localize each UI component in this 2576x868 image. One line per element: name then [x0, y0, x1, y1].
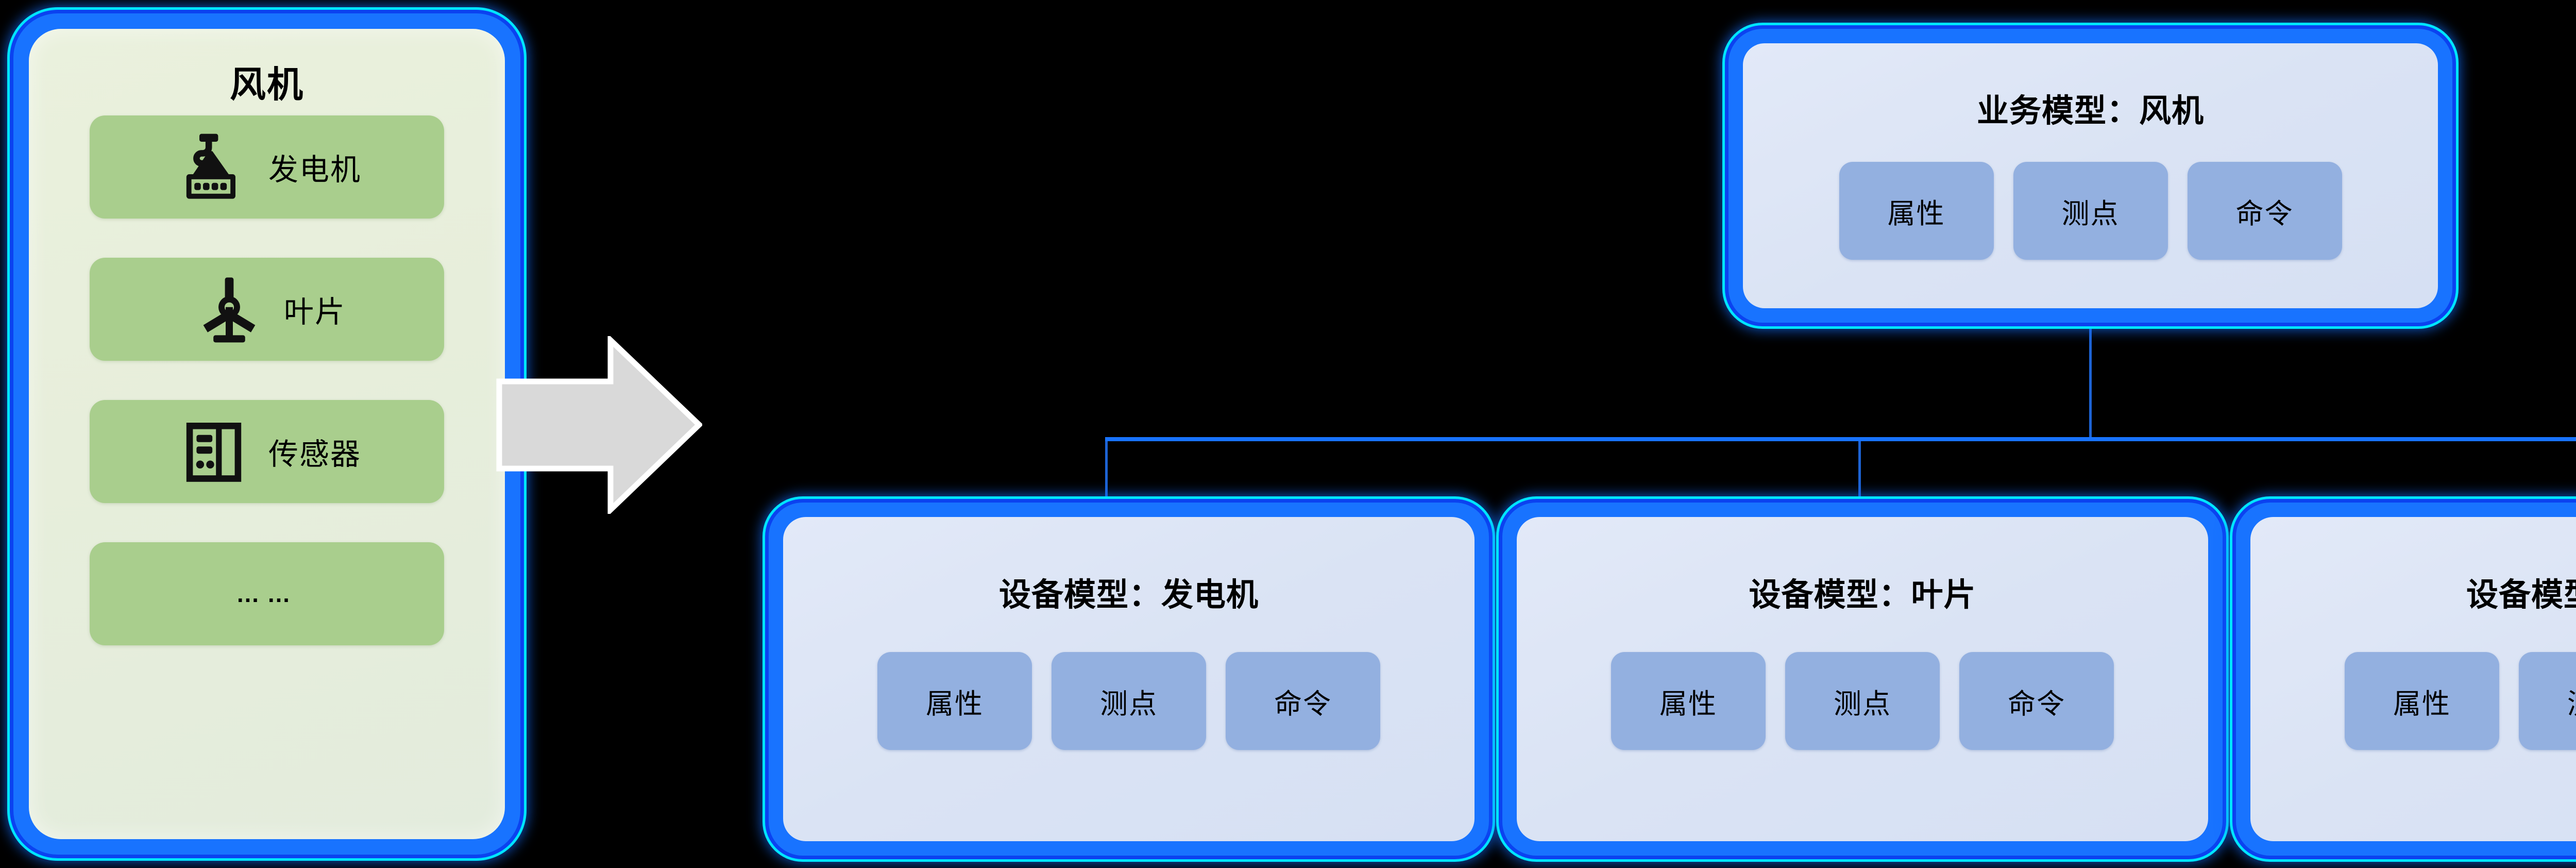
chip-attribute[interactable]: 属性: [2345, 652, 2499, 750]
left-panel-title: 风机: [230, 64, 304, 105]
business-model-body: 业务模型：风机 属性 测点 命令: [1743, 43, 2438, 308]
chip-command[interactable]: 命令: [2187, 162, 2342, 260]
device-model-body: 设备模型：叶片 属性 测点 命令: [1517, 517, 2208, 841]
device-model-chip-row: 属性 测点 命令: [1517, 652, 2208, 750]
chip-attribute[interactable]: 属性: [877, 652, 1032, 750]
device-model-title: 设备模型：传感器: [2466, 577, 2576, 613]
chip-command[interactable]: 命令: [1226, 652, 1380, 750]
chip-attribute[interactable]: 属性: [1611, 652, 1766, 750]
list-item-label: 传感器: [268, 438, 361, 471]
list-item-label: 发电机: [268, 153, 361, 187]
chip-attribute[interactable]: 属性: [1839, 162, 1994, 260]
list-item-sensor[interactable]: 传感器: [90, 400, 444, 503]
list-item-more[interactable]: ……: [90, 542, 444, 645]
sensor-icon: [173, 413, 255, 490]
list-item-blade[interactable]: 叶片: [90, 258, 444, 361]
list-item-label: 叶片: [283, 295, 346, 329]
wind-turbine-icon: [188, 271, 270, 348]
device-model-card-sensor[interactable]: 设备模型：传感器 属性 测点 命令: [2236, 503, 2576, 856]
device-model-card-blade[interactable]: 设备模型：叶片 属性 测点 命令: [1502, 503, 2223, 856]
device-model-title: 设备模型：叶片: [1749, 577, 1976, 613]
connector-drop-2: [1858, 441, 1861, 504]
device-list: 发电机 叶片: [90, 115, 444, 822]
device-model-chip-row: 属性 测点 命令: [2250, 652, 2576, 750]
left-panel-body: 风机: [29, 29, 505, 839]
chip-measurement-point[interactable]: 测点: [1052, 652, 1206, 750]
generator-icon: [173, 128, 255, 206]
connector-horizontal-bus: [1105, 437, 2576, 441]
device-model-body: 设备模型：传感器 属性 测点 命令: [2250, 517, 2576, 841]
chip-measurement-point[interactable]: 测点: [2013, 162, 2168, 260]
device-model-chip-row: 属性 测点 命令: [783, 652, 1475, 750]
chip-measurement-point[interactable]: 测点: [2519, 652, 2576, 750]
device-model-body: 设备模型：发电机 属性 测点 命令: [783, 517, 1475, 841]
list-item-label: ……: [236, 580, 298, 607]
chip-command[interactable]: 命令: [1959, 652, 2114, 750]
business-model-chip-row: 属性 测点 命令: [1743, 162, 2438, 260]
connector-vertical-trunk: [2089, 323, 2092, 439]
business-model-card[interactable]: 业务模型：风机 属性 测点 命令: [1728, 29, 2452, 323]
list-item-generator[interactable]: 发电机: [90, 115, 444, 219]
device-model-card-generator[interactable]: 设备模型：发电机 属性 测点 命令: [769, 503, 1489, 856]
chip-measurement-point[interactable]: 测点: [1785, 652, 1940, 750]
device-model-title: 设备模型：发电机: [998, 577, 1259, 613]
right-arrow-icon: [496, 333, 703, 516]
wind-turbine-device-panel: 风机: [13, 13, 520, 855]
connector-drop-1: [1105, 441, 1108, 504]
business-model-title: 业务模型：风机: [1976, 93, 2204, 129]
